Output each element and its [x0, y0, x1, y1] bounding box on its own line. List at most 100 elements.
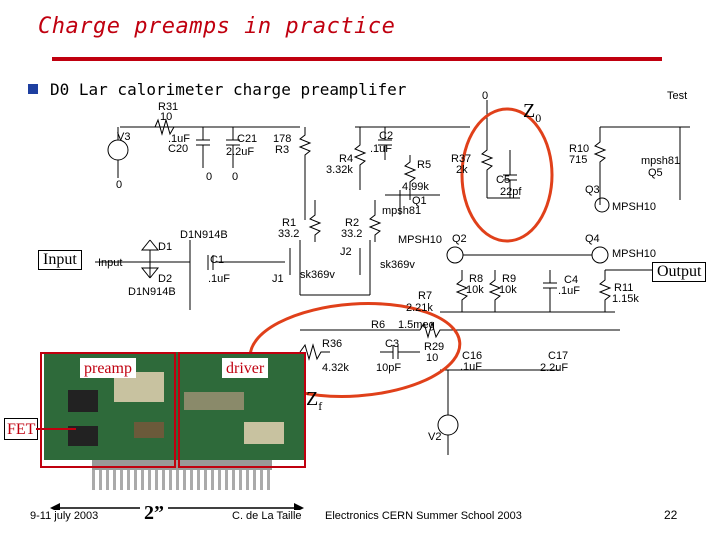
label-c1: C1	[210, 254, 224, 266]
label-j2-part: sk369v	[380, 259, 415, 271]
label-r29-val: 10	[426, 352, 438, 364]
label-r4-val: 3.32k	[326, 164, 353, 176]
label-r37: R37	[451, 153, 471, 165]
label-v2: V2	[428, 431, 441, 443]
page-number: 22	[664, 508, 678, 522]
preamp-section-box	[40, 352, 176, 468]
label-c16-val: .1uF	[460, 361, 482, 373]
label-r11-val: 1.15k	[612, 293, 639, 305]
label-q3: Q3	[585, 184, 600, 196]
label-q4: Q4	[585, 233, 600, 245]
label-test: Test	[667, 90, 687, 102]
label-c4: C4	[564, 274, 578, 286]
label-r11: R11	[614, 282, 633, 294]
output-label: Output	[652, 262, 707, 282]
label-r36: R36	[322, 338, 342, 350]
input-label: Input	[38, 250, 82, 270]
label-r10: R10	[569, 143, 589, 155]
label-c21: C21	[237, 133, 257, 145]
label-d2-part: D1N914B	[128, 286, 176, 298]
label-c4-val: .1uF	[558, 285, 580, 297]
board-part-3	[244, 422, 284, 444]
z0-highlight	[460, 107, 554, 243]
label-r29: R29	[424, 341, 444, 353]
preamp-label-box: preamp	[80, 358, 136, 378]
label-r8: R8	[469, 273, 483, 285]
label-gnd1: 0	[116, 179, 122, 191]
label-c16: C16	[462, 350, 482, 362]
fet-component	[68, 390, 98, 412]
board-connector-pins	[92, 460, 272, 490]
z0-sub: 0	[535, 111, 542, 125]
label-r5-val: 4.99k	[402, 181, 429, 193]
label-c5: C5	[496, 174, 510, 186]
label-r5: R5	[417, 159, 431, 171]
label-c3-val: 10pF	[376, 362, 401, 374]
footer-author: C. de La Taille	[232, 510, 302, 522]
label-gnd2: 0	[206, 171, 212, 183]
label-r2: R2	[345, 217, 359, 229]
driver-label: driver	[226, 360, 265, 377]
label-c2: C2	[379, 130, 393, 142]
label-r7-val: 2.21k	[406, 302, 433, 314]
title-underline	[52, 57, 662, 61]
bullet-text: D0 Lar calorimeter charge preamplifer	[50, 80, 407, 99]
label-q2: Q2	[452, 233, 467, 245]
footer-date: 9-11 july 2003	[30, 510, 99, 522]
label-r2-val: 33.2	[341, 228, 362, 240]
slide-title: Charge preamps in practice	[38, 14, 396, 39]
zf-sub: f	[318, 399, 323, 413]
label-r4: R4	[339, 153, 353, 165]
label-d1: D1	[158, 241, 172, 253]
label-q4-part: MPSH10	[612, 248, 656, 260]
label-q1-part: mpsh81	[382, 205, 421, 217]
label-r37-val: 2k	[456, 164, 468, 176]
label-c17-val: 2.2uF	[540, 362, 568, 374]
zf-main: Z	[306, 388, 319, 410]
label-178: 178	[273, 133, 291, 145]
label-q1: Q1	[412, 195, 427, 207]
dimension-label: 2”	[140, 502, 168, 525]
label-r9-val: 10k	[499, 284, 517, 296]
label-c5-val: 22pf	[500, 186, 522, 198]
label-c21-val: 2.2uF	[226, 146, 254, 158]
driver-section-box	[178, 352, 306, 468]
label-q5: Q5	[648, 167, 663, 179]
label-c20: C20	[168, 143, 188, 155]
label-v3: V3	[117, 131, 130, 143]
label-q3-part: MPSH10	[612, 201, 656, 213]
fet-label: FET	[7, 421, 36, 438]
label-r9: R9	[502, 273, 516, 285]
label-gnd3: 0	[232, 171, 238, 183]
label-c20-val: .1uF	[168, 133, 190, 145]
label-c2-val: .1uF	[370, 143, 392, 155]
fet-component-2	[68, 426, 98, 446]
label-r31-val: 10	[160, 111, 172, 123]
z0-label: Z0	[523, 100, 541, 126]
label-j2: J2	[340, 246, 352, 258]
label-j1-part: sk369v	[300, 269, 335, 281]
label-d1-part: D1N914B	[180, 229, 228, 241]
label-r36-val: 4.32k	[322, 362, 349, 374]
footer-school: Electronics CERN Summer School 2003	[325, 510, 522, 522]
fet-pointer	[36, 428, 76, 430]
label-r31: R31	[158, 101, 178, 113]
fet-label-box: FET	[4, 418, 39, 440]
label-r8-val: 10k	[466, 284, 484, 296]
label-r6: R6	[371, 319, 385, 331]
label-j1: J1	[272, 273, 284, 285]
label-q2-part: MPSH10	[398, 234, 442, 246]
label-r6-val: 1.5meg	[398, 319, 435, 331]
label-c17: C17	[548, 350, 568, 362]
preamp-label: preamp	[84, 360, 132, 377]
label-gnd-top: 0	[482, 90, 488, 102]
label-c3: C3	[385, 338, 399, 350]
label-c1-val: .1uF	[208, 273, 230, 285]
board-part-2	[184, 392, 244, 410]
zf-label: Zf	[306, 388, 322, 414]
driver-label-box: driver	[222, 358, 269, 378]
label-r10-val: 715	[569, 154, 587, 166]
label-r7: R7	[418, 290, 432, 302]
label-d2: D2	[158, 273, 172, 285]
